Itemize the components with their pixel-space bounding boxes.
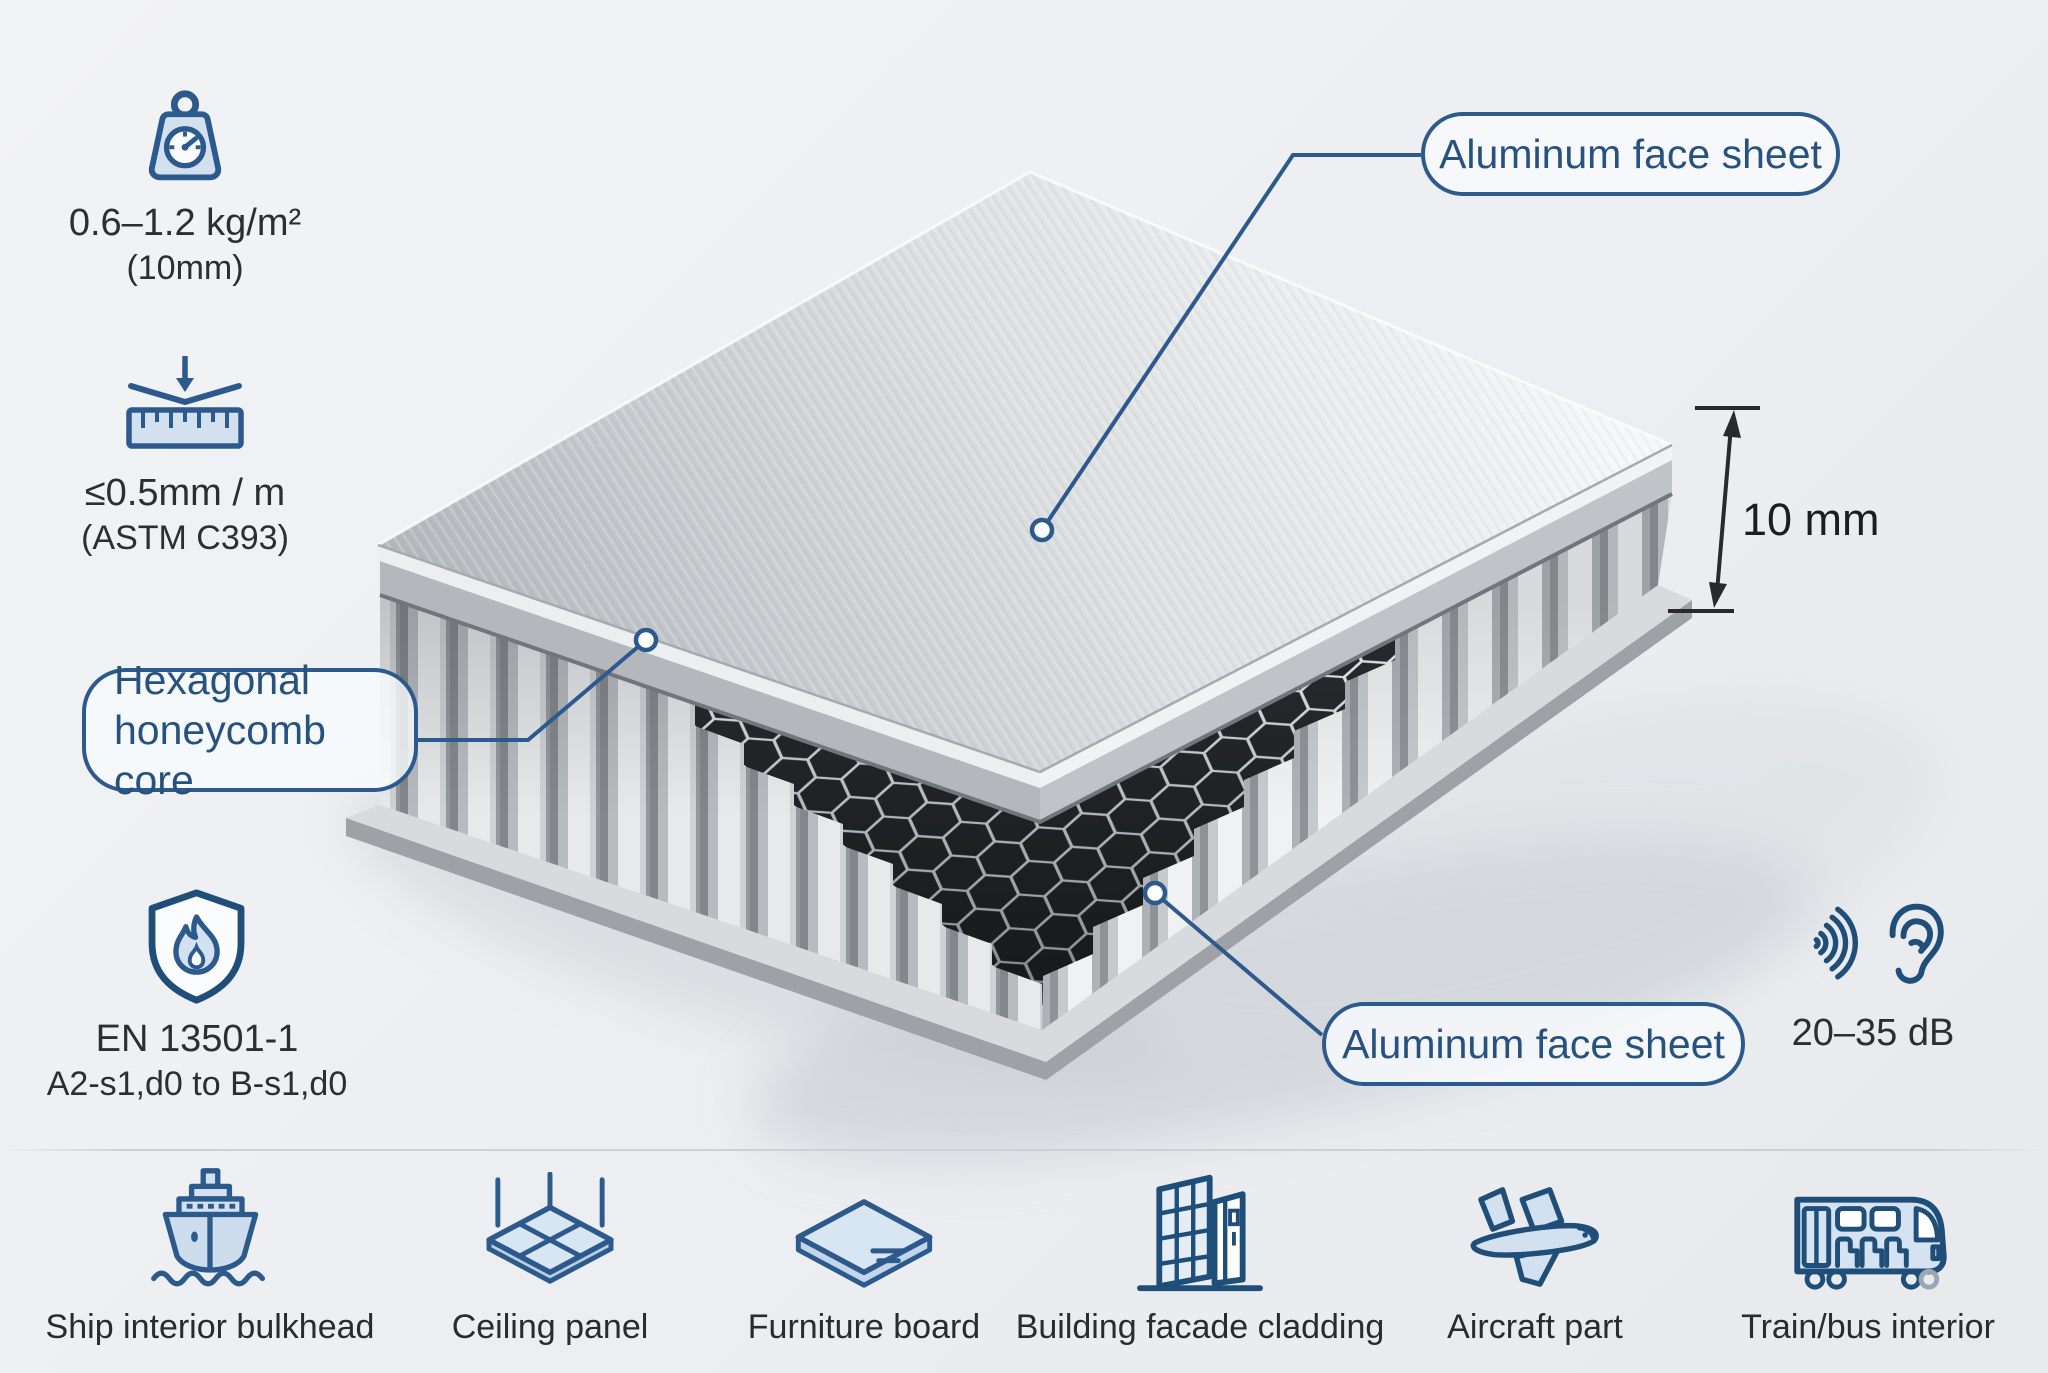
inner-sheet-band xyxy=(379,445,1673,825)
callout-bottom-face-sheet: Aluminum face sheet xyxy=(1322,1002,1745,1086)
thickness-dimension-label: 10 mm xyxy=(1742,494,1880,545)
callout-bottom-face-sheet-label: Aluminum face sheet xyxy=(1342,1020,1725,1067)
fire-shield-icon xyxy=(148,889,245,1004)
fire-standard: EN 13501-1 xyxy=(95,1018,299,1060)
right-corrugated-wall xyxy=(1042,494,1672,1030)
weight-scale-icon xyxy=(148,90,222,181)
callout-leader-lines xyxy=(418,153,1421,1037)
ceiling-panel-icon xyxy=(486,1172,614,1284)
thickness-dimension-arrow xyxy=(1668,406,1760,613)
callout-honeycomb-core: Hexagonal honeycomb core xyxy=(82,657,418,803)
application-label: Ceiling panel xyxy=(451,1308,649,1346)
callout-top-face-sheet-label: Aluminum face sheet xyxy=(1439,130,1822,177)
ship-icon xyxy=(151,1168,266,1287)
application-label: Furniture board xyxy=(747,1308,981,1346)
application-ceiling: Ceiling panel xyxy=(320,1162,780,1347)
flatness-note: (ASTM C393) xyxy=(81,519,289,557)
left-corrugated-wall xyxy=(380,595,1042,1030)
flatness-value: ≤0.5mm / m xyxy=(84,472,286,514)
stat-weight: 0.6–1.2 kg/m² (10mm) xyxy=(25,88,345,288)
section-divider xyxy=(0,1149,2048,1151)
stat-fire-rating: EN 13501-1 A2-s1,d0 to B-s1,d0 xyxy=(37,888,357,1104)
application-furniture: Furniture board xyxy=(634,1162,1094,1347)
building-facade-icon xyxy=(1137,1174,1263,1292)
application-ship: Ship interior bulkhead xyxy=(0,1162,440,1347)
sound-ear-icon xyxy=(1813,903,1944,984)
application-label: Building facade cladding xyxy=(1015,1308,1385,1346)
application-label: Ship interior bulkhead xyxy=(45,1308,375,1346)
application-train-bus: Train/bus interior xyxy=(1638,1162,2048,1347)
stat-acoustic: 20–35 dB xyxy=(1713,892,2033,1055)
top-face-sheet xyxy=(377,170,1673,774)
fire-classes: A2-s1,d0 to B-s1,d0 xyxy=(46,1065,348,1103)
acoustic-value: 20–35 dB xyxy=(1791,1012,1955,1054)
application-label: Aircraft part xyxy=(1447,1308,1623,1346)
stat-flatness: ≤0.5mm / m (ASTM C393) xyxy=(25,352,345,558)
callout-honeycomb-core-label: Hexagonal honeycomb core xyxy=(114,656,326,804)
flatness-ruler-icon xyxy=(126,356,244,449)
weight-note: (10mm) xyxy=(126,249,244,287)
aircraft-icon xyxy=(1470,1187,1599,1287)
honeycomb-core-cutaway xyxy=(645,611,1445,1005)
application-label: Train/bus interior xyxy=(1741,1308,1995,1346)
furniture-board-icon xyxy=(795,1199,933,1288)
callout-top-face-sheet: Aluminum face sheet xyxy=(1421,112,1840,196)
application-aircraft: Aircraft part xyxy=(1305,1162,1765,1347)
train-bus-icon xyxy=(1794,1196,1947,1290)
weight-value: 0.6–1.2 kg/m² xyxy=(68,202,302,244)
application-building: Building facade cladding xyxy=(970,1162,1430,1347)
